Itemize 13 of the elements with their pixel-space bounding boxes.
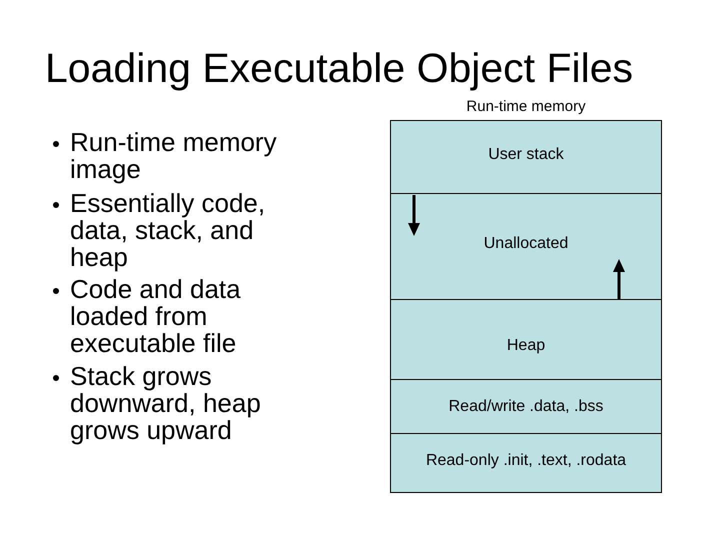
bullet-text: Stack grows downward, heap grows upward [70,363,262,444]
segment-label: User stack [487,145,565,165]
segment-label: Heap [506,336,546,356]
segment-label: Read/write .data, .bss [448,397,604,417]
memory-column [390,120,662,493]
segment-label: Unallocated [482,234,570,254]
segment-label: Read-only .init, .text, .rodata [424,450,628,470]
bullet-text: Code and data loaded from executable file [70,276,242,357]
memory-heading: Run-time memory [465,98,587,116]
memory-segment [391,193,661,299]
bullet-text: Run-time memory image [70,129,278,183]
bullet-text: Essentially code, data, stack, and heap [70,190,266,271]
slide-title: Loading Executable Object Files [45,44,634,93]
